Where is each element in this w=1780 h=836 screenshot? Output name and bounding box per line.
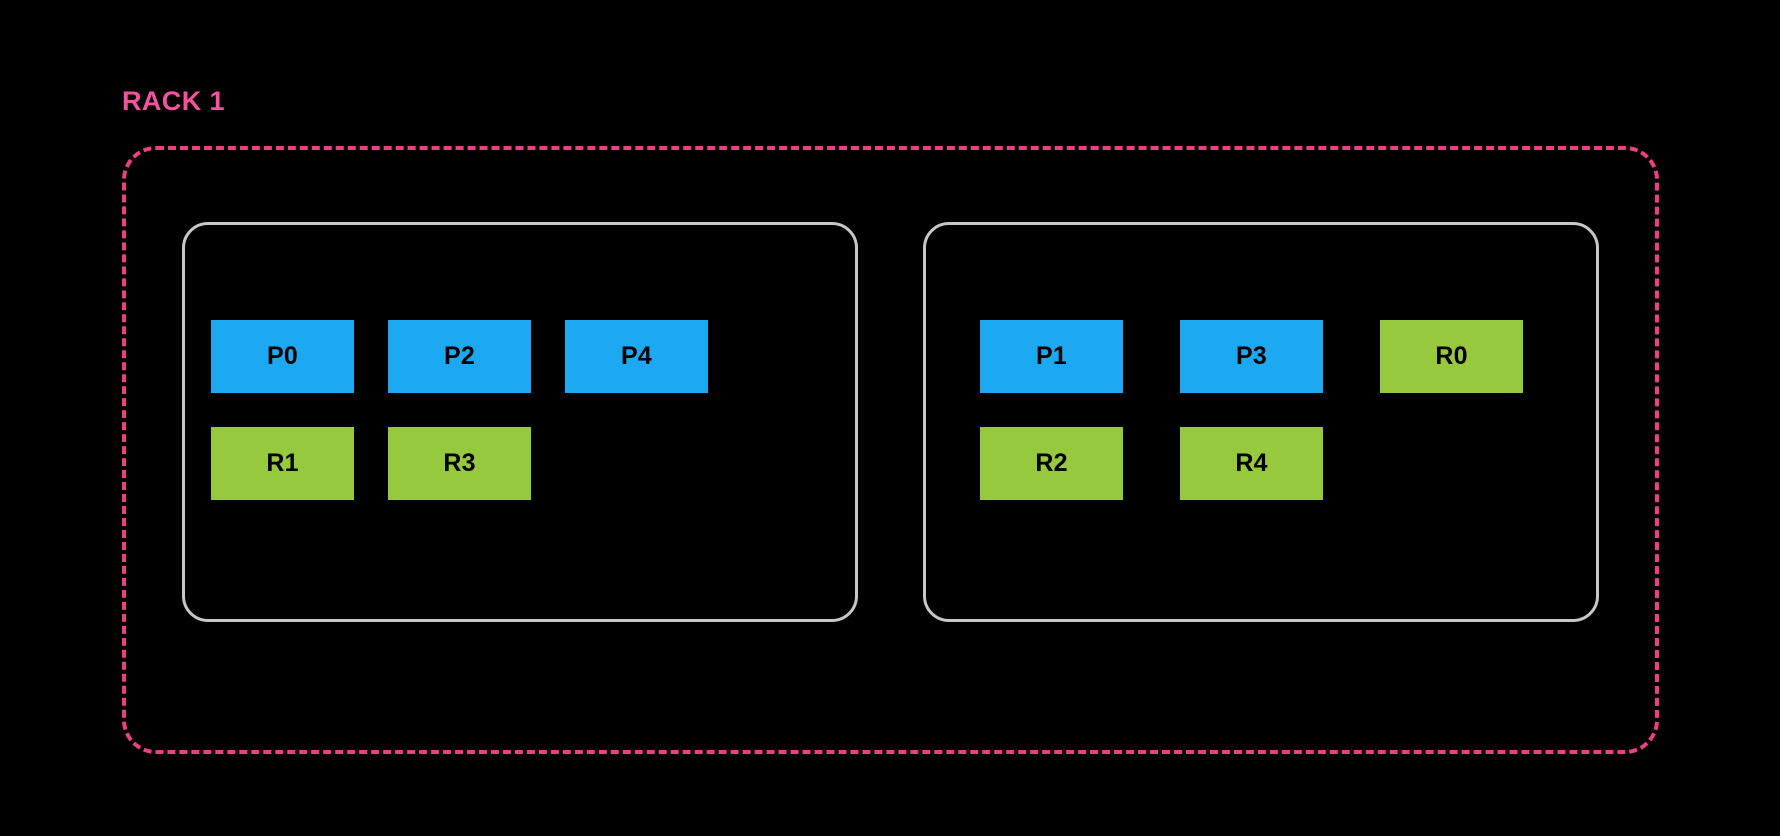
node-container — [182, 222, 858, 622]
shard-chip[interactable]: R3 — [388, 427, 531, 500]
shard-chip[interactable]: R2 — [980, 427, 1123, 500]
shard-chip[interactable]: P4 — [565, 320, 708, 393]
shard-chip[interactable]: R4 — [1180, 427, 1323, 500]
shard-chip[interactable]: P2 — [388, 320, 531, 393]
shard-chip[interactable]: R0 — [1380, 320, 1523, 393]
shard-chip[interactable]: P0 — [211, 320, 354, 393]
node-container — [923, 222, 1599, 622]
rack-label: RACK 1 — [122, 86, 225, 116]
shard-chip[interactable]: R1 — [211, 427, 354, 500]
shard-chip[interactable]: P3 — [1180, 320, 1323, 393]
rack-boundary — [122, 146, 1659, 754]
shard-chip[interactable]: P1 — [980, 320, 1123, 393]
